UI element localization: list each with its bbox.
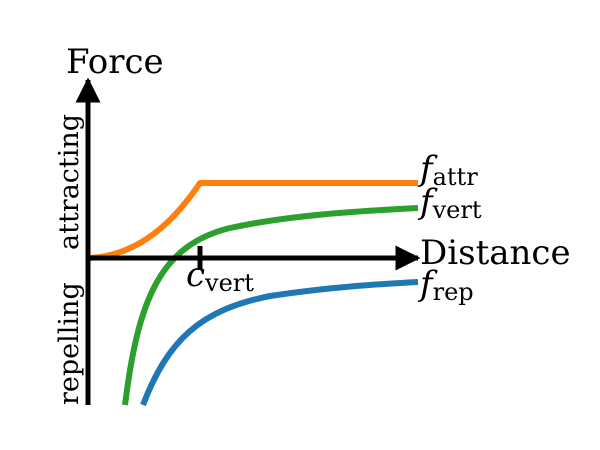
- f-rep-curve: [140, 279, 419, 407]
- f-vert-curve: [122, 205, 419, 406]
- f-rep-subscript: rep: [433, 278, 474, 306]
- c-vert-subscript: vert: [204, 269, 254, 297]
- f-attr-subscript: attr: [433, 163, 479, 191]
- x-axis-label: Distance: [420, 233, 571, 273]
- f-vert-subscript: vert: [432, 196, 482, 224]
- f-attr-label: fattr: [417, 149, 478, 191]
- y-axis-label: Force: [66, 42, 164, 82]
- f-rep-label: frep: [417, 264, 474, 306]
- f-vert-label: fvert: [417, 182, 482, 224]
- repelling-label: repelling: [54, 282, 85, 405]
- attracting-label: attracting: [54, 114, 85, 250]
- c-vert-symbol: c: [186, 255, 205, 295]
- c-vert-label: cvert: [186, 255, 254, 297]
